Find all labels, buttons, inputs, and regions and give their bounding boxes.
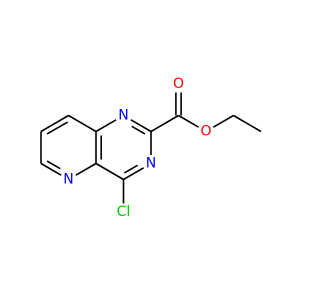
atom-label-n3: N [63,172,73,188]
atom-label-cl: Cl [117,204,131,220]
atom-label-n2: N [146,156,156,172]
atom-label-o1: O [173,76,184,92]
atom-label-o2: O [200,124,211,140]
bond-C4a-N5 [75,162,97,176]
bond-C4-C4a [95,162,124,181]
bond-N5-C6 [40,162,62,176]
bond-N3-C4 [123,167,145,181]
bond-C2-Cest [150,114,179,133]
bond-Oe-Ce1 [212,114,234,128]
bond-C7-C8 [40,114,69,133]
bond-N3-C4-inner [123,164,138,174]
bond-N1-C2 [130,119,152,133]
atom-label-n1: N [118,108,128,124]
bond-Cest-Oe [178,114,200,128]
atom-labels: N N N O O Cl [63,76,211,220]
bond-N1-C2-inner [131,125,146,135]
bond-C7-C8-inner [46,121,69,135]
bond-Ce1-Ce2 [233,114,262,133]
bond-C8a-N1 [95,119,117,133]
bonds [40,92,262,204]
molecule-structure: N N N O O Cl [40,76,262,220]
bond-C8-C8a [68,114,97,133]
bond-N5-C6-inner [46,160,61,170]
